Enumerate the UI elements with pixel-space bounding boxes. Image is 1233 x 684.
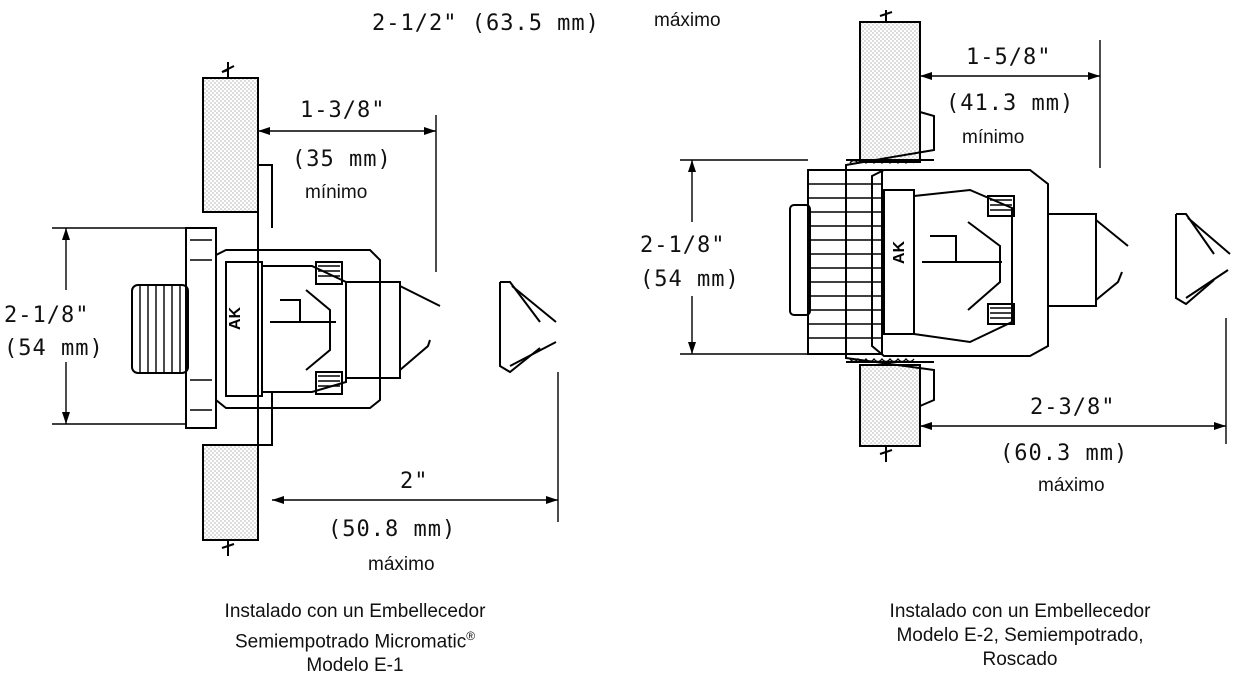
left-dim-bottom	[272, 372, 559, 522]
overall-dimension-label: máximo	[654, 10, 721, 31]
right-dim-top	[920, 40, 1101, 168]
right-ceiling-wall	[859, 10, 921, 462]
right-caption-line2: Modelo E-2, Semiempotrado,	[896, 625, 1144, 646]
left-deflector-icon	[499, 281, 557, 374]
right-dim-side	[680, 159, 808, 355]
registered-mark: ®	[466, 629, 476, 643]
left-caption: Instalado con un Embellecedor Semiempotr…	[205, 600, 505, 678]
right-caption: Instalado con un Embellecedor Modelo E-2…	[855, 600, 1185, 672]
left-logo: AK	[227, 306, 244, 330]
left-caption-line3: Modelo E-1	[306, 655, 404, 677]
right-caption-line1: Instalado con un Embellecedor	[889, 601, 1151, 622]
left-dim-bottom-mm: (50.8 mm)	[328, 517, 456, 542]
left-caption-line2: Semiempotrado Micromatic®	[234, 629, 476, 653]
left-dim-top-mm: (35 mm)	[292, 147, 392, 172]
right-dim-top-mm: (41.3 mm)	[946, 91, 1074, 116]
left-dim-bottom-inch: 2"	[400, 469, 429, 494]
left-sprinkler-icon	[131, 249, 441, 409]
left-dim-side-mm: (54 mm)	[4, 336, 104, 361]
right-dim-top-label: mínimo	[962, 127, 1024, 148]
left-dim-side	[52, 227, 186, 425]
right-escutcheon-icon	[845, 111, 935, 407]
overall-dimension: 2-1/2" (63.5 mm)	[372, 11, 600, 36]
right-sprinkler-icon	[789, 169, 1129, 357]
right-dim-bottom-label: máximo	[1038, 475, 1105, 496]
right-dim-side-mm: (54 mm)	[640, 267, 740, 292]
right-dim-bottom-mm: (60.3 mm)	[1000, 441, 1128, 466]
left-dim-top	[258, 115, 437, 272]
right-caption-line3: Roscado	[982, 649, 1058, 670]
right-dim-top-inch: 1-5/8"	[966, 45, 1051, 70]
right-dim-bottom-inch: 2-3/8"	[1030, 395, 1115, 420]
right-dim-bottom	[920, 318, 1227, 444]
left-dim-top-inch: 1-3/8"	[300, 98, 385, 123]
right-deflector-icon	[1175, 213, 1231, 306]
left-dim-bottom-label: máximo	[368, 554, 435, 575]
left-dim-side-inch: 2-1/8"	[4, 303, 89, 328]
left-dim-top-label: mínimo	[305, 182, 367, 203]
right-dim-side-inch: 2-1/8"	[640, 233, 725, 258]
left-ceiling-wall	[202, 62, 259, 556]
right-logo: AK	[891, 240, 908, 264]
left-caption-line1: Instalado con un Embellecedor	[224, 601, 486, 622]
